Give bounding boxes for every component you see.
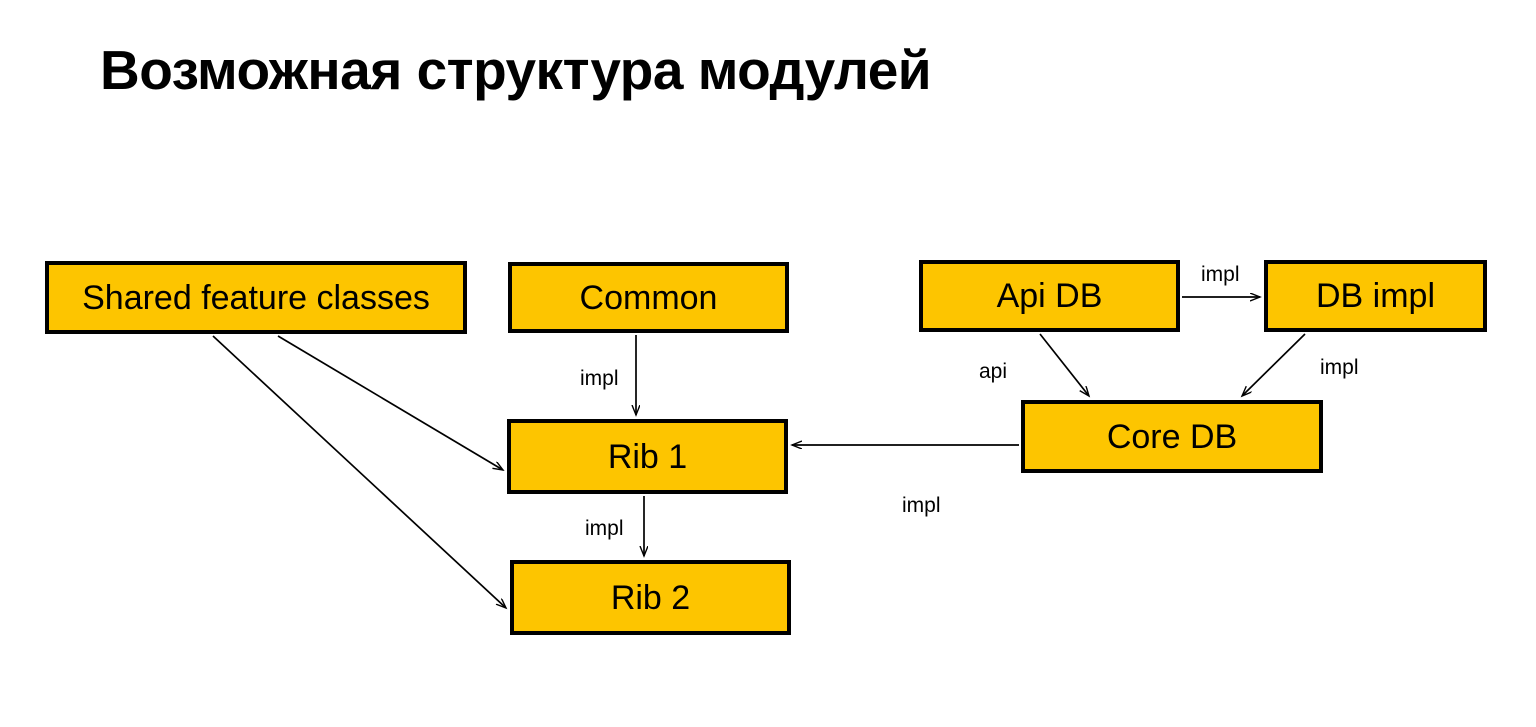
node-common[interactable]: Common [508,262,789,333]
node-rib-1[interactable]: Rib 1 [507,419,788,494]
node-label: Shared feature classes [82,278,430,317]
node-db-impl[interactable]: DB impl [1264,260,1487,332]
edge-label-apidb-coredb: api [979,360,1008,383]
edge-label-common-rib1: impl [580,367,619,390]
node-api-db[interactable]: Api DB [919,260,1180,332]
edge-label-rib1-rib2: impl [585,517,624,540]
edge-label-coredb-rib1: impl [902,494,941,517]
page-title: Возможная структура модулей [100,39,932,101]
node-shared-feature-classes[interactable]: Shared feature classes [45,261,467,334]
edge-dbimpl-to-coredb [1242,333,1306,396]
node-label: Rib 2 [610,578,691,617]
edge-label-apidb-dbimpl: impl [1201,263,1240,286]
node-label: Rib 1 [607,437,688,476]
node-label: Api DB [996,277,1103,315]
node-core-db[interactable]: Core DB [1021,400,1323,473]
node-label: DB impl [1315,277,1436,315]
edge-label-dbimpl-coredb: impl [1320,356,1359,379]
edge-apidb-to-coredb [1039,333,1089,396]
edge-shared-to-rib1 [277,335,503,470]
node-label: Core DB [1106,417,1238,456]
node-label: Common [579,278,718,317]
edge-shared-to-rib2 [212,335,506,608]
node-rib-2[interactable]: Rib 2 [510,560,791,635]
